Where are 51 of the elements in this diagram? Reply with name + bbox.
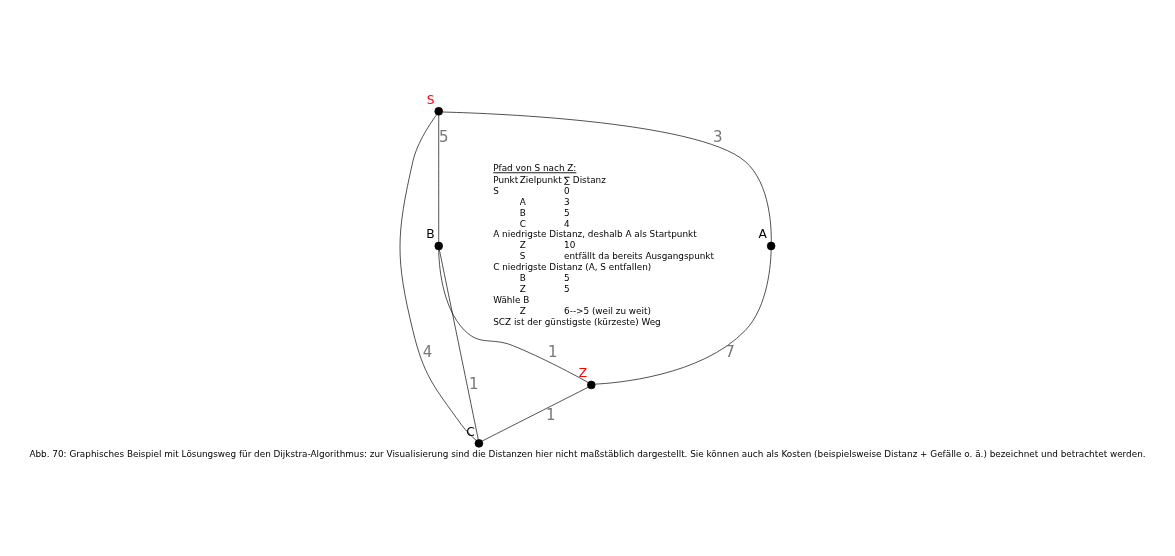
- label: 5: [564, 283, 570, 294]
- connector: [442, 111, 772, 243]
- connector: [438, 249, 589, 383]
- node-label: C: [466, 424, 475, 439]
- label: Pfad von S nach Z:: [493, 163, 577, 174]
- label: S: [519, 251, 526, 262]
- edge-label: 7: [725, 343, 735, 362]
- node-circle: [474, 439, 484, 448]
- connector: [439, 249, 479, 440]
- node-label: S: [426, 92, 435, 107]
- label: 10: [564, 240, 576, 251]
- connector: [399, 114, 477, 441]
- edge-label: 5: [439, 128, 449, 147]
- label: Wähle B: [493, 294, 530, 305]
- edge-label: 3: [712, 128, 723, 147]
- node-circle: [434, 241, 443, 251]
- label: Zielpunkt: [519, 174, 562, 185]
- node-label: A: [758, 227, 767, 242]
- node-circle: [766, 241, 776, 251]
- label: S: [493, 185, 499, 196]
- node-label: Z: [578, 366, 588, 381]
- edge-label: 1: [546, 406, 556, 425]
- label: Z: [519, 240, 526, 251]
- label: 0: [564, 185, 570, 196]
- label: Z: [519, 283, 526, 294]
- label: Punkt: [493, 174, 519, 185]
- label: 4: [564, 218, 570, 229]
- label: Z: [519, 305, 526, 316]
- label: 3: [564, 196, 570, 207]
- node-label: B: [426, 227, 435, 242]
- edge-label: 4: [422, 343, 433, 362]
- label: 5: [564, 273, 570, 283]
- edge-label: 1: [548, 343, 558, 362]
- label: ∑ Distanz: [564, 174, 606, 185]
- connector: [481, 386, 589, 442]
- label: B: [519, 273, 526, 283]
- label: C niedrigste Distanz (A, S entfallen): [493, 262, 652, 273]
- label: SCZ ist der günstigste (kürzeste) Weg: [493, 316, 661, 327]
- node-circle: [434, 107, 443, 116]
- connector: [438, 114, 440, 243]
- label: 6-->5 (weil zu weit): [564, 305, 651, 316]
- label: B: [519, 207, 526, 218]
- node-circle: [587, 380, 596, 390]
- label: entfällt da bereits Ausgangspunkt: [564, 251, 714, 262]
- connector: [595, 249, 772, 385]
- label: 5: [564, 207, 570, 218]
- edge-label: 1: [469, 374, 479, 393]
- label: A niedrigste Distanz, deshalb A als Startpunkt: [493, 229, 697, 240]
- label: C: [519, 218, 526, 229]
- label: A: [519, 196, 526, 207]
- caption: Abb. 70: Graphisches Beispiel mit Lösungsweg für den Dijkstra-Algorithmus: zur Visualisierung sind die Distanzen hier nicht maßstäblich dargestellt. Sie können auch als Kosten (beispielsweise Distanz + Gefälle o. ä.) bezeichnet und betrachtet werden.: [29, 449, 1146, 460]
